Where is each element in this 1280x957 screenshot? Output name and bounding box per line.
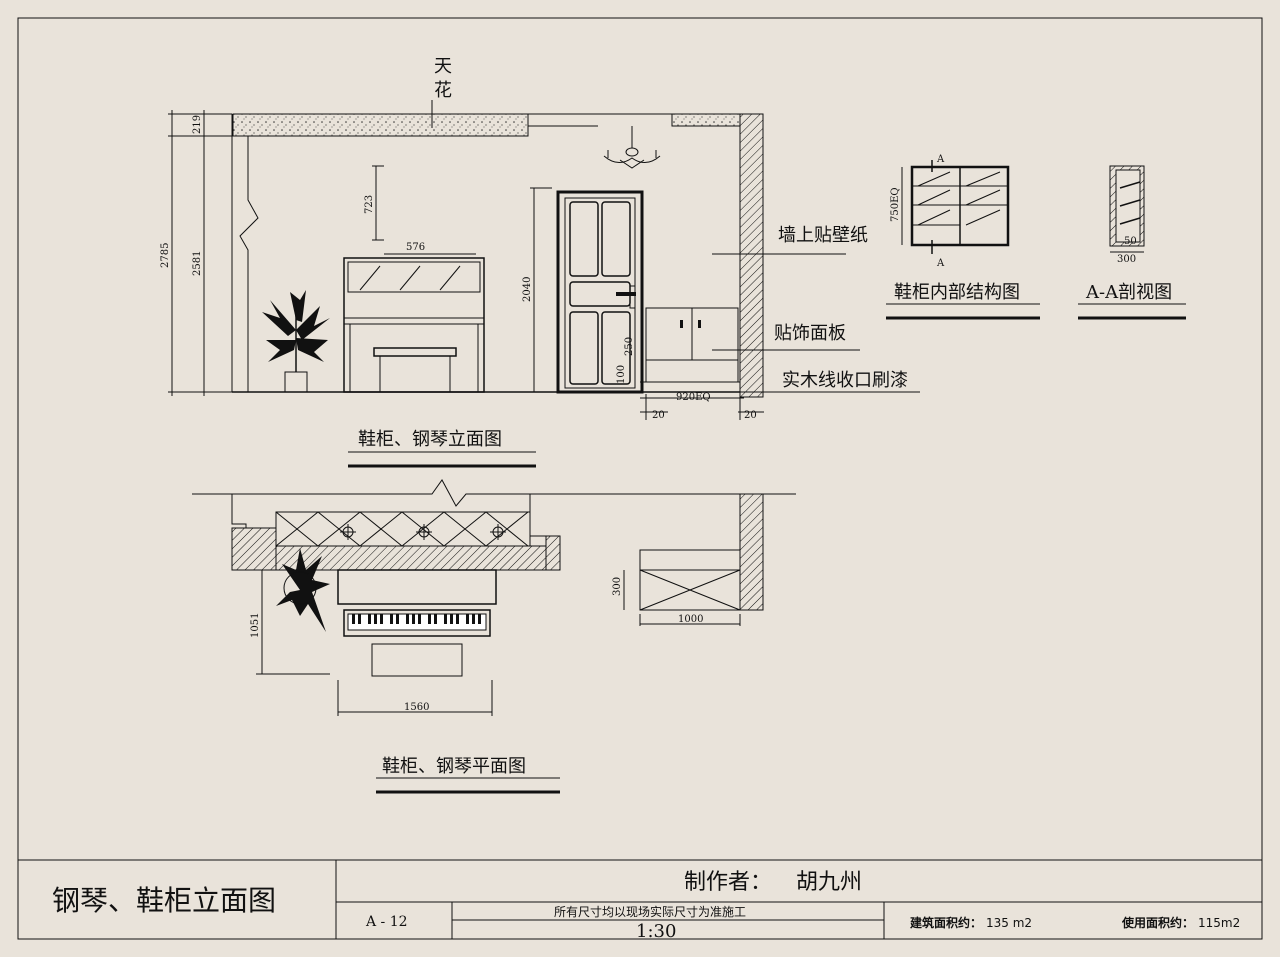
ceiling-slab-right: [671, 113, 741, 127]
right-wall: [739, 113, 764, 398]
dim-2581: 2581: [192, 251, 203, 276]
dim-20-left: 20: [652, 410, 665, 421]
plan-view: 1051 1560 300 1000 鞋柜、钢琴平面图: [192, 479, 796, 794]
built-area-label: 建筑面积约：: [909, 915, 982, 930]
plan-break-line: [192, 479, 796, 507]
section-aa-view: 50 300 A-A剖视图: [1078, 165, 1186, 320]
left-break-line: [231, 114, 259, 392]
plan-plant: [276, 548, 330, 632]
dim-750eq: 750EQ: [890, 187, 901, 222]
note-wallpaper: 墙上贴壁纸: [778, 225, 868, 246]
construction-note: 所有尺寸均以现场实际尺寸为准施工: [554, 904, 746, 919]
dim-2785: 2785: [160, 243, 171, 268]
ceiling-label-1: 天: [434, 56, 452, 77]
section-mark-bottom: A: [936, 258, 945, 269]
dim-20-right: 20: [744, 410, 757, 421]
author-label: 制作者：: [684, 870, 772, 895]
section-aa-title: A-A剖视图: [1085, 282, 1172, 303]
section-mark-top: A: [936, 154, 945, 165]
dim-1000: 1000: [678, 614, 703, 625]
dim-250: 250: [624, 337, 635, 356]
note-trim: 实木线收口刷漆: [782, 370, 908, 391]
potted-plant: [262, 290, 330, 393]
sheet-border: [17, 17, 1263, 940]
dim-920: 920EQ: [676, 392, 711, 403]
used-area-value: 115m2: [1198, 916, 1240, 930]
ceiling-slab: [232, 113, 529, 137]
elevation-title: 鞋柜、钢琴立面图: [358, 429, 502, 450]
drawing-title: 钢琴、鞋柜立面图: [52, 884, 276, 917]
dim-50: 50: [1124, 236, 1137, 247]
elevation-view: 天 花 219 2785 2581 723 576: [160, 56, 920, 468]
dim-300: 300: [1117, 254, 1136, 265]
built-area-value: 135 m2: [986, 916, 1032, 930]
dim-219: 219: [192, 115, 203, 134]
upright-piano: [343, 257, 485, 393]
dim-723: 723: [364, 195, 375, 214]
dim-576: 576: [406, 242, 425, 253]
chandelier: [603, 126, 661, 169]
ceiling-label-2: 花: [434, 80, 452, 101]
plan-shoe-cabinet: [275, 511, 531, 547]
piano-bench: [373, 347, 457, 392]
door: 2040 100 250: [522, 187, 644, 394]
dim-100: 100: [616, 365, 627, 384]
shoe-cabinet-elevation: 920EQ 20 20: [640, 307, 764, 421]
title-block: 钢琴、鞋柜立面图 制作者： 胡九州 A - 12 所有尺寸均以现场实际尺寸为准施…: [18, 859, 1262, 942]
dim-300-plan: 300: [612, 577, 623, 596]
used-area-label: 使用面积约：: [1121, 915, 1194, 930]
dim-1560: 1560: [404, 702, 429, 713]
cabinet-structure-view: 750EQ A A 鞋柜内部结构图: [886, 154, 1040, 320]
dim-1051: 1051: [250, 613, 261, 638]
scale: 1:30: [636, 921, 676, 942]
plan-piano: [337, 569, 497, 677]
dim-2040: 2040: [522, 277, 533, 302]
cabinet-structure-title: 鞋柜内部结构图: [894, 282, 1020, 303]
note-panel: 贴饰面板: [774, 323, 846, 344]
plan-title: 鞋柜、钢琴平面图: [382, 756, 526, 777]
sheet-number: A - 12: [365, 914, 408, 930]
author-name: 胡九州: [796, 870, 862, 895]
